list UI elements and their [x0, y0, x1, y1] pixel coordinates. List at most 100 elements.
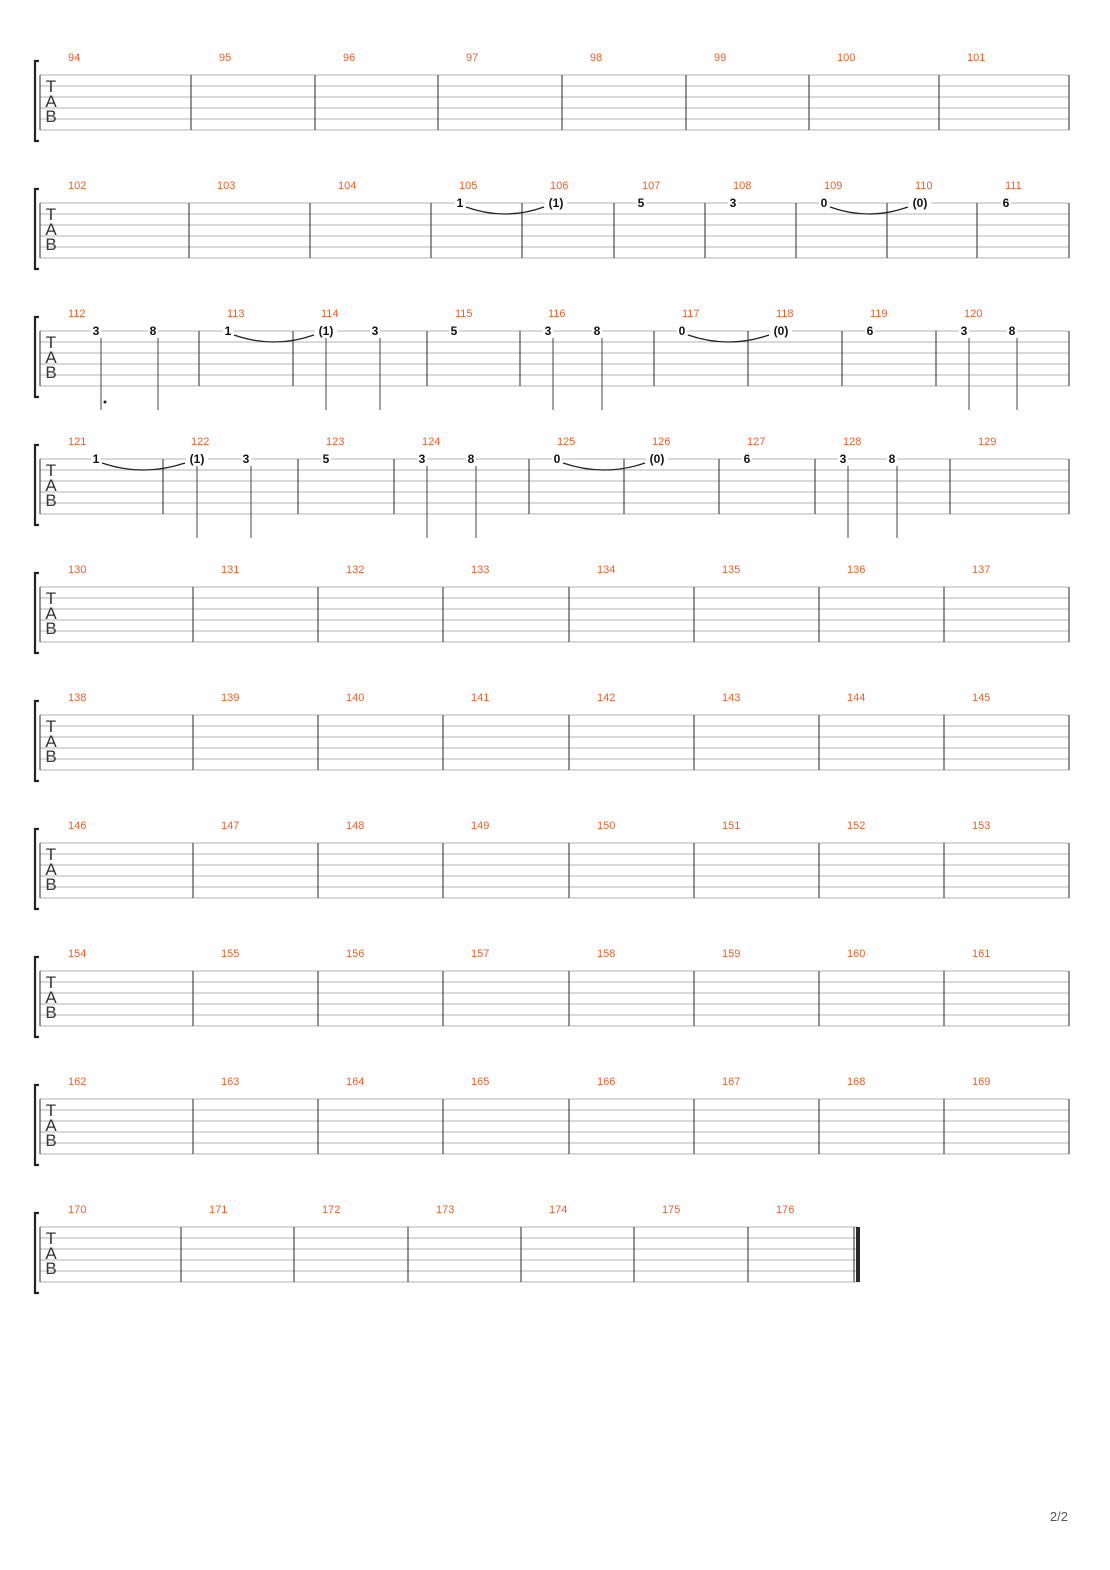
measure-number: 171 [209, 1204, 227, 1216]
measure-number: 111 [1005, 180, 1022, 192]
fret-number: 3 [961, 324, 968, 338]
tab-clef-letter: A [45, 988, 57, 1007]
measure-number: 152 [847, 820, 865, 832]
measure-number: 103 [217, 180, 235, 192]
tab-clef-letter: B [45, 875, 56, 894]
measure-number: 143 [722, 692, 740, 704]
fret-background [552, 452, 562, 465]
tie [465, 206, 545, 215]
tab-clef-letter: A [45, 860, 57, 879]
measure-number: 173 [436, 1204, 454, 1216]
fret-background [315, 324, 337, 337]
fret-background [819, 196, 829, 209]
fret-number: (1) [319, 324, 334, 338]
fret-number: 1 [225, 324, 232, 338]
fret-number: 3 [93, 324, 100, 338]
measure-number: 106 [550, 180, 568, 192]
tab-clef-letter: A [45, 220, 57, 239]
measure-number: 147 [221, 820, 239, 832]
measure-number: 131 [221, 564, 239, 576]
tie [562, 462, 646, 471]
fret-background [186, 452, 208, 465]
tie [233, 334, 315, 343]
measure-number: 150 [597, 820, 615, 832]
system-bracket [33, 315, 39, 399]
measure-number: 127 [747, 436, 765, 448]
measure-number: 148 [346, 820, 364, 832]
fret-number: 8 [594, 324, 601, 338]
system-bracket [33, 699, 39, 783]
measure-number: 95 [219, 52, 231, 64]
fret-background [865, 324, 875, 337]
system-bracket [33, 187, 39, 271]
tab-clef-letter: T [46, 1229, 56, 1248]
tab-clef-letter: T [46, 333, 56, 352]
tab-clef-letter: B [45, 491, 56, 510]
tab-clef-letter: A [45, 92, 57, 111]
measure-number: 137 [972, 564, 990, 576]
measure-number: 174 [549, 1204, 567, 1216]
fret-background [223, 324, 233, 337]
fret-background [241, 452, 251, 465]
fret-background [742, 452, 752, 465]
fret-number: 3 [372, 324, 379, 338]
fret-number: 0 [554, 452, 561, 466]
measure-number: 102 [68, 180, 86, 192]
measure-number: 139 [221, 692, 239, 704]
fret-background [887, 452, 897, 465]
measure-number: 118 [776, 308, 794, 320]
tab-clef-letter: B [45, 619, 56, 638]
tab-clef-letter: A [45, 1244, 57, 1263]
fret-number: 3 [243, 452, 250, 466]
measure-number: 113 [227, 308, 245, 320]
measure-number: 160 [847, 948, 865, 960]
measure-number: 122 [191, 436, 209, 448]
measure-number: 116 [548, 308, 566, 320]
fret-number: 8 [150, 324, 157, 338]
tab-clef-letter: T [46, 973, 56, 992]
fret-background [466, 452, 476, 465]
tab-clef-letter: T [46, 205, 56, 224]
measure-number: 155 [221, 948, 239, 960]
fret-number: 5 [323, 452, 330, 466]
fret-background [543, 324, 553, 337]
measure-number: 96 [343, 52, 355, 64]
measure-number: 108 [733, 180, 751, 192]
fret-number: 6 [744, 452, 751, 466]
system-bracket [33, 1083, 39, 1167]
measure-number: 100 [837, 52, 855, 64]
measure-number: 176 [776, 1204, 794, 1216]
fret-number: 3 [840, 452, 847, 466]
fret-number: 5 [638, 196, 645, 210]
measure-number: 146 [68, 820, 86, 832]
measure-number: 136 [847, 564, 865, 576]
fret-number: 0 [679, 324, 686, 338]
measure-number: 130 [68, 564, 86, 576]
fret-background [770, 324, 792, 337]
fret-number: 1 [457, 196, 464, 210]
tab-clef-letter: T [46, 461, 56, 480]
tab-clef-letter: B [45, 235, 56, 254]
fret-background [91, 452, 101, 465]
fret-background [959, 324, 969, 337]
measure-number: 125 [557, 436, 575, 448]
measure-number: 154 [68, 948, 86, 960]
fret-background [417, 452, 427, 465]
tab-clef-letter: T [46, 717, 56, 736]
page-number: 2/2 [1049, 1509, 1068, 1524]
measure-number: 169 [972, 1076, 990, 1088]
measure-number: 107 [642, 180, 660, 192]
fret-background [646, 452, 668, 465]
fret-number: (0) [650, 452, 665, 466]
tab-clef-letter: B [45, 1131, 56, 1150]
measure-number: 124 [422, 436, 440, 448]
measure-number: 144 [847, 692, 865, 704]
fret-number: (1) [549, 196, 564, 210]
measure-number: 172 [322, 1204, 340, 1216]
